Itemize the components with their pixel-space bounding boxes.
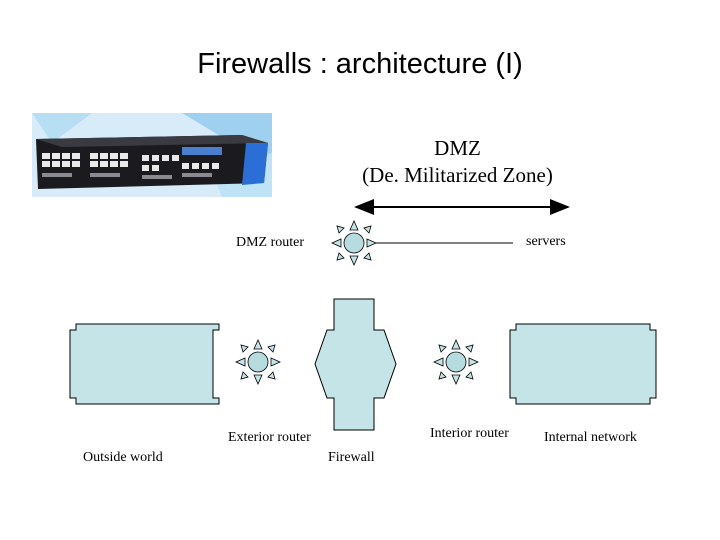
dmz-router-icon — [331, 220, 377, 266]
network-appliance-photo — [32, 113, 272, 197]
dmz-subheading: (De. Militarized Zone) — [362, 163, 553, 187]
interior-router-icon — [433, 339, 479, 385]
outside-world-box — [69, 323, 220, 405]
outside-world-label: Outside world — [83, 450, 163, 465]
dmz-heading-block: DMZ (De. Militarized Zone) — [340, 135, 575, 189]
slide-title: Firewalls : architecture (I) — [197, 48, 523, 80]
firewall-label: Firewall — [328, 450, 375, 465]
interior-router-label: Interior router — [430, 426, 509, 441]
internal-network-label: Internal network — [544, 430, 637, 445]
exterior-router-icon — [235, 339, 281, 385]
firewall-shape — [314, 298, 397, 431]
dmz-router-label: DMZ router — [236, 235, 305, 250]
servers-label: servers — [526, 234, 566, 249]
dmz-heading: DMZ — [434, 136, 481, 160]
internal-network-box — [509, 323, 657, 405]
exterior-router-label: Exterior router — [228, 430, 311, 445]
